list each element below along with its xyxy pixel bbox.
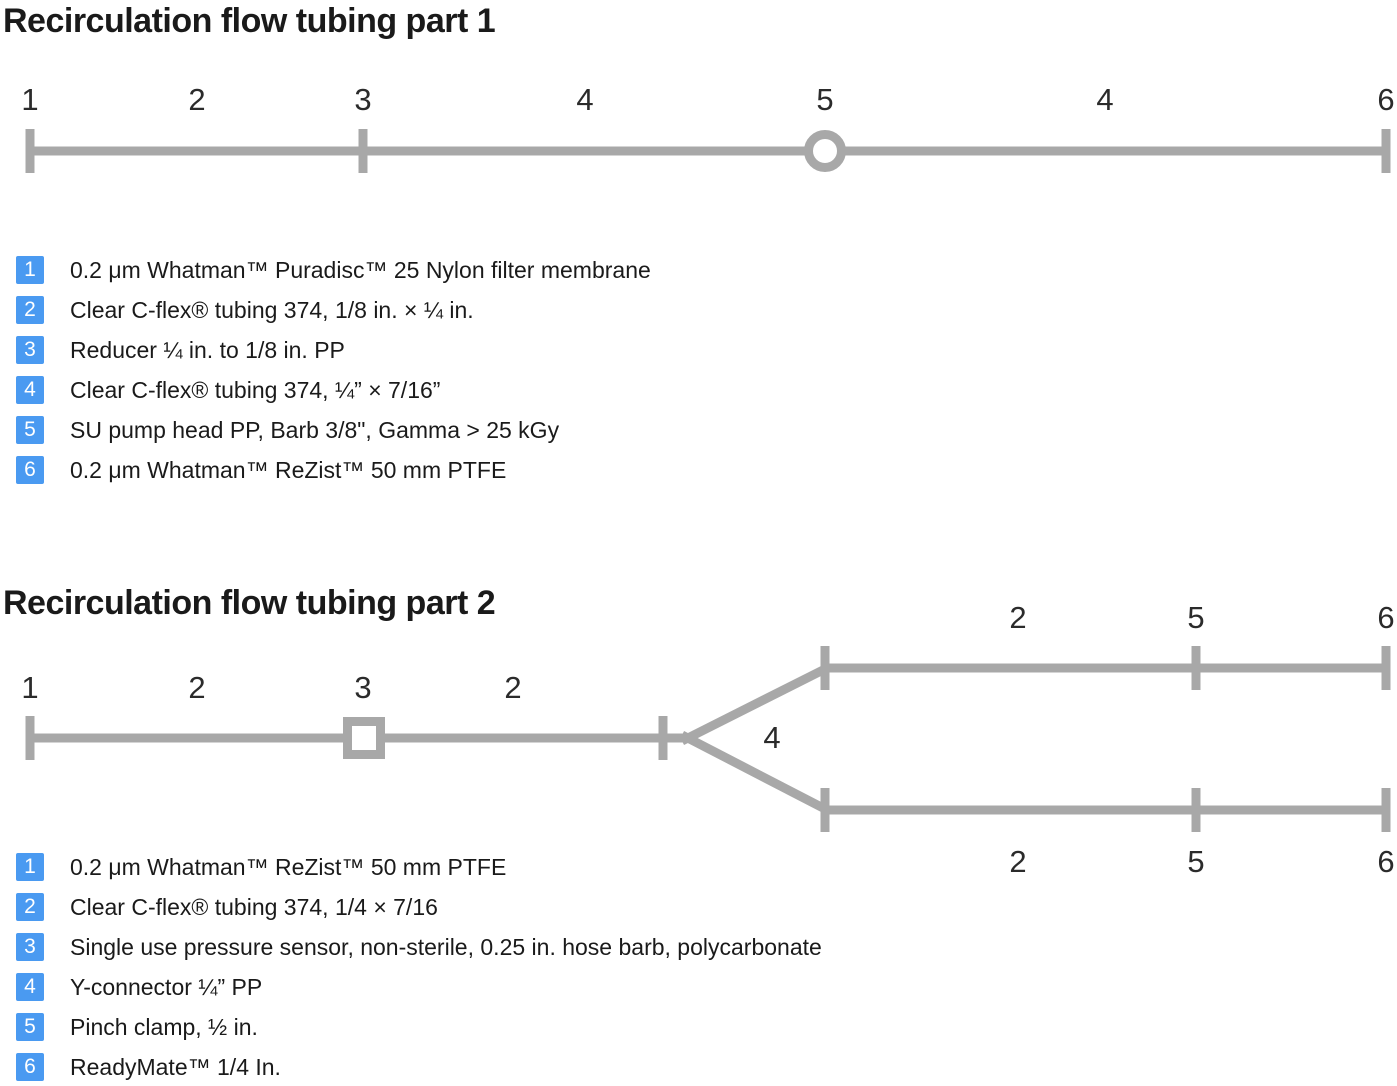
legend-number-badge: 5 bbox=[16, 1013, 44, 1041]
diagram2-callout: 2 bbox=[1009, 600, 1027, 635]
legend-item: 6 ReadyMate™ 1/4 In. bbox=[16, 1047, 822, 1086]
legend-item-label: Pinch clamp, ½ in. bbox=[70, 1013, 258, 1040]
section-1-title: Recirculation flow tubing part 1 bbox=[3, 2, 496, 40]
legend-item-label: Clear C-flex® tubing 374, ¼” × 7/16” bbox=[70, 376, 441, 403]
pressure-sensor-icon bbox=[343, 717, 385, 759]
diagram2-callout: 2 bbox=[504, 670, 522, 705]
diagram2-y-connector-callout: 4 bbox=[763, 720, 781, 755]
legend-number-badge: 5 bbox=[16, 416, 44, 444]
tubing-diagram-part-2 bbox=[25, 646, 1391, 832]
legend-item: 3 Reducer ¼ in. to 1/8 in. PP bbox=[16, 330, 651, 370]
legend-item-label: 0.2 μm Whatman™ ReZist™ 50 mm PTFE bbox=[70, 456, 507, 483]
legend-number-badge: 4 bbox=[16, 376, 44, 404]
legend-item: 5 Pinch clamp, ½ in. bbox=[16, 1007, 822, 1047]
diagram1-callout: 4 bbox=[576, 82, 594, 117]
legend-item: 2 Clear C-flex® tubing 374, 1/8 in. × ¼ … bbox=[16, 290, 651, 330]
legend-item-label: Y-connector ¼” PP bbox=[70, 973, 263, 1000]
diagram1-callout: 3 bbox=[354, 82, 372, 117]
section-2-title: Recirculation flow tubing part 2 bbox=[3, 584, 496, 622]
legend-number-badge: 1 bbox=[16, 256, 44, 284]
legend-number-badge: 2 bbox=[16, 296, 44, 324]
legend-item: 2 Clear C-flex® tubing 374, 1/4 × 7/16 bbox=[16, 887, 822, 927]
legend-number-badge: 6 bbox=[16, 456, 44, 484]
legend-item: 1 0.2 μm Whatman™ Puradisc™ 25 Nylon fil… bbox=[16, 250, 651, 290]
legend-item: 3 Single use pressure sensor, non-steril… bbox=[16, 927, 822, 967]
tubing-diagram-part-1 bbox=[25, 129, 1391, 173]
legend-number-badge: 3 bbox=[16, 933, 44, 961]
legend-item: 1 0.2 μm Whatman™ ReZist™ 50 mm PTFE bbox=[16, 847, 822, 887]
y-branch-upper-diagonal bbox=[679, 663, 830, 746]
pump-head-icon bbox=[804, 130, 846, 172]
diagram2-callout: 5 bbox=[1187, 844, 1205, 879]
diagram2-callout: 5 bbox=[1187, 600, 1205, 635]
legend-item-label: 0.2 μm Whatman™ Puradisc™ 25 Nylon filte… bbox=[70, 256, 651, 283]
legend-item-label: Clear C-flex® tubing 374, 1/4 × 7/16 bbox=[70, 893, 438, 920]
legend-item-label: ReadyMate™ 1/4 In. bbox=[70, 1053, 281, 1080]
diagram2-callout: 6 bbox=[1377, 600, 1395, 635]
diagram1-callout: 5 bbox=[816, 82, 834, 117]
legend-part-1: 1 0.2 μm Whatman™ Puradisc™ 25 Nylon fil… bbox=[16, 250, 651, 490]
legend-item-label: SU pump head PP, Barb 3/8", Gamma > 25 k… bbox=[70, 416, 560, 443]
diagram1-callout: 1 bbox=[21, 82, 39, 117]
diagram1-callout: 6 bbox=[1377, 82, 1395, 117]
diagram2-callout: 3 bbox=[354, 670, 372, 705]
legend-item-label: Single use pressure sensor, non-sterile,… bbox=[70, 933, 822, 960]
legend-number-badge: 1 bbox=[16, 853, 44, 881]
legend-item-label: 0.2 μm Whatman™ ReZist™ 50 mm PTFE bbox=[70, 853, 507, 880]
diagram2-callout: 2 bbox=[188, 670, 206, 705]
legend-item-label: Clear C-flex® tubing 374, 1/8 in. × ¼ in… bbox=[70, 296, 474, 323]
legend-number-badge: 6 bbox=[16, 1053, 44, 1081]
legend-item: 4 Y-connector ¼” PP bbox=[16, 967, 822, 1007]
legend-item: 4 Clear C-flex® tubing 374, ¼” × 7/16” bbox=[16, 370, 651, 410]
legend-number-badge: 3 bbox=[16, 336, 44, 364]
legend-number-badge: 4 bbox=[16, 973, 44, 1001]
legend-item: 6 0.2 μm Whatman™ ReZist™ 50 mm PTFE bbox=[16, 450, 651, 490]
y-branch-lower-diagonal bbox=[679, 731, 830, 814]
legend-item-label: Reducer ¼ in. to 1/8 in. PP bbox=[70, 336, 345, 363]
diagram1-callout: 2 bbox=[188, 82, 206, 117]
diagram2-callout: 1 bbox=[21, 670, 39, 705]
legend-item: 5 SU pump head PP, Barb 3/8", Gamma > 25… bbox=[16, 410, 651, 450]
diagram2-callout: 2 bbox=[1009, 844, 1027, 879]
diagram1-callout: 4 bbox=[1096, 82, 1114, 117]
legend-part-2: 1 0.2 μm Whatman™ ReZist™ 50 mm PTFE 2 C… bbox=[16, 847, 822, 1086]
legend-number-badge: 2 bbox=[16, 893, 44, 921]
diagram2-callout: 6 bbox=[1377, 844, 1395, 879]
